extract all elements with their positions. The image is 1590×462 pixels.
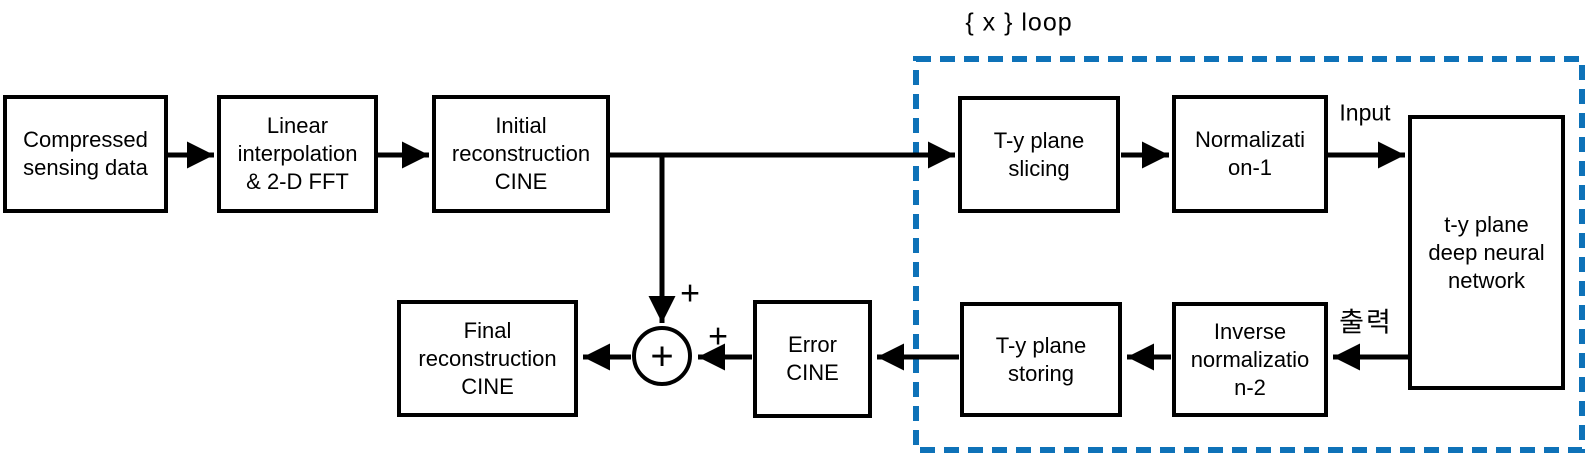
node-linear-interpolation-fft: Linear interpolation & 2-D FFT [217, 95, 378, 213]
plus-sign-branch-input: + [680, 274, 700, 313]
node-ty-plane-deep-neural-network: t-y plane deep neural network [1408, 115, 1565, 390]
summing-junction-plus: + [650, 334, 674, 379]
node-final-reconstruction-cine: Final reconstruction CINE [397, 300, 578, 417]
node-inverse-normalization-2: Inverse normalizatio n-2 [1172, 302, 1328, 417]
node-ty-plane-storing: T-y plane storing [960, 302, 1122, 417]
node-error-cine: Error CINE [753, 300, 872, 418]
output-korean-label: 출력 [1339, 307, 1393, 338]
loop-title-label: { x } loop [965, 8, 1073, 37]
input-label: Input [1339, 99, 1391, 126]
summing-junction-circle [632, 326, 692, 386]
plus-sign-error-input: + [708, 317, 728, 356]
node-initial-reconstruction-cine: Initial reconstruction CINE [432, 95, 610, 213]
node-normalization-1: Normalizati on-1 [1172, 95, 1328, 213]
node-compressed-sensing-data: Compressed sensing data [3, 95, 168, 213]
node-ty-plane-slicing: T-y plane slicing [958, 96, 1120, 213]
